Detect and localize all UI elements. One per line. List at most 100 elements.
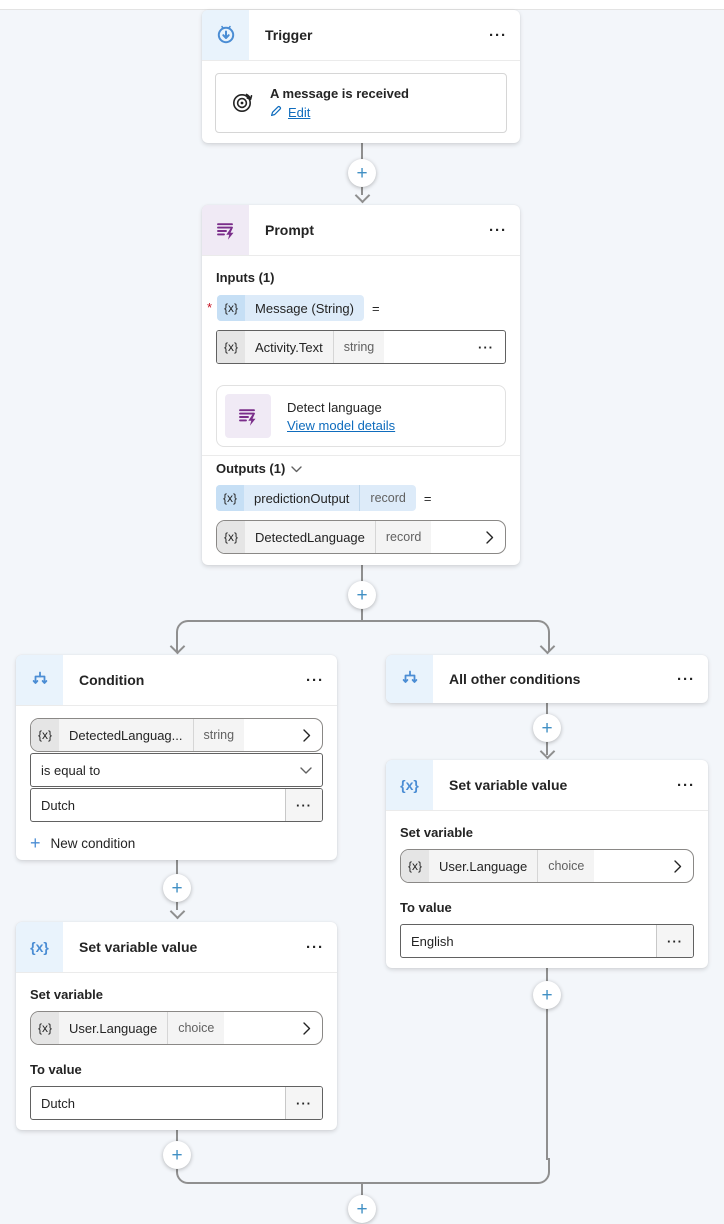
all-other-conditions-node[interactable]: All other conditions ··· xyxy=(386,655,708,703)
model-prompt-icon xyxy=(225,394,271,438)
plus-icon: + xyxy=(30,833,41,853)
chevron-down-icon[interactable] xyxy=(291,461,303,476)
view-model-details-link[interactable]: View model details xyxy=(287,417,396,433)
to-value-label: To value xyxy=(400,900,452,915)
chevron-right-icon[interactable] xyxy=(663,850,693,882)
variable-token-icon: {x} xyxy=(401,850,430,882)
trigger-step[interactable]: A message is received Edit xyxy=(215,73,507,133)
variable-name: predictionOutput xyxy=(254,490,350,506)
add-node-button[interactable]: + xyxy=(163,874,191,902)
outputs-label[interactable]: Outputs (1) xyxy=(216,461,506,476)
expression-name: DetectedLanguag... xyxy=(69,727,183,743)
trigger-node[interactable]: Trigger ··· A message is received xyxy=(202,10,520,143)
variable-token-icon: {x} xyxy=(31,719,60,751)
value-more-options-button[interactable]: ··· xyxy=(285,1087,322,1119)
expression-type: string xyxy=(192,719,245,751)
set-variable-node-left[interactable]: {x} Set variable value ··· Set variable … xyxy=(16,922,337,1130)
connector-line xyxy=(361,1182,363,1196)
chevron-right-icon[interactable] xyxy=(292,719,322,751)
variable-pill[interactable]: {x} predictionOutput record xyxy=(216,485,416,511)
set-variable-label: Set variable xyxy=(400,825,473,840)
expression-type: choice xyxy=(537,850,594,882)
trigger-header: Trigger ··· xyxy=(202,10,520,61)
pencil-icon xyxy=(270,104,283,120)
expression-name: User.Language xyxy=(69,1020,158,1036)
input-value-field[interactable]: {x} Activity.Text string ··· xyxy=(216,330,506,364)
variable-pill[interactable]: {x} Message (String) xyxy=(217,295,364,321)
condition-variable-field[interactable]: {x} DetectedLanguag... string xyxy=(30,718,323,752)
value-more-options-button[interactable]: ··· xyxy=(285,789,322,821)
more-options-button[interactable]: ··· xyxy=(677,670,695,688)
arrowhead-down-icon xyxy=(169,903,186,920)
output-value-field[interactable]: {x} DetectedLanguage record xyxy=(216,520,506,554)
prompt-header: Prompt ··· xyxy=(202,205,520,256)
value-input[interactable]: English ··· xyxy=(400,924,694,958)
top-toolbar-edge xyxy=(0,0,724,10)
connector-merge-right xyxy=(362,1158,550,1184)
model-info-box: Detect language View model details xyxy=(216,385,506,447)
output-parameter-row: {x} predictionOutput record = xyxy=(216,485,506,511)
edit-link[interactable]: Edit xyxy=(288,104,311,120)
set-variable-header: {x} Set variable value ··· xyxy=(16,922,337,973)
chevron-down-icon xyxy=(300,763,312,778)
chevron-right-icon[interactable] xyxy=(475,521,505,553)
prompt-icon xyxy=(202,205,249,255)
add-node-button[interactable]: + xyxy=(348,159,376,187)
inputs-label: Inputs (1) xyxy=(216,270,275,285)
node-title: All other conditions xyxy=(449,671,581,687)
add-node-button[interactable]: + xyxy=(348,1195,376,1223)
value-more-options-button[interactable]: ··· xyxy=(656,925,693,957)
set-variable-icon: {x} xyxy=(16,922,63,972)
trigger-icon xyxy=(202,10,249,60)
connector-line xyxy=(546,968,548,1160)
all-other-conditions-header: All other conditions ··· xyxy=(386,655,708,703)
variable-token-icon: {x} xyxy=(216,485,245,511)
more-options-button[interactable]: ··· xyxy=(306,671,324,689)
condition-value-input[interactable]: Dutch ··· xyxy=(30,788,323,822)
set-variable-node-right[interactable]: {x} Set variable value ··· Set variable … xyxy=(386,760,708,968)
expression-type: string xyxy=(332,331,385,363)
add-node-button[interactable]: + xyxy=(163,1141,191,1169)
connector-branch-left xyxy=(176,620,364,652)
branch-icon xyxy=(16,655,63,705)
set-variable-label: Set variable xyxy=(30,987,103,1002)
more-options-button[interactable]: ··· xyxy=(489,221,507,239)
more-options-button[interactable]: ··· xyxy=(677,776,695,794)
node-title: Trigger xyxy=(265,27,313,43)
add-node-button[interactable]: + xyxy=(533,981,561,1009)
variable-token-icon: {x} xyxy=(31,1012,60,1044)
required-mark: * xyxy=(207,300,213,315)
add-node-button[interactable]: + xyxy=(533,714,561,742)
chevron-right-icon[interactable] xyxy=(292,1012,322,1044)
node-title: Set variable value xyxy=(79,939,198,955)
node-title: Set variable value xyxy=(449,777,568,793)
expression-name: DetectedLanguage xyxy=(255,529,365,545)
prompt-node[interactable]: Prompt ··· Inputs (1) * {x} Message (Str… xyxy=(202,205,520,565)
variable-type: record xyxy=(359,485,415,511)
variable-token-icon: {x} xyxy=(217,331,246,363)
node-title: Prompt xyxy=(265,222,314,238)
more-options-button[interactable]: ··· xyxy=(306,938,324,956)
condition-node[interactable]: Condition ··· {x} DetectedLanguag... str… xyxy=(16,655,337,860)
variable-token-icon: {x} xyxy=(217,295,246,321)
variable-token-icon: {x} xyxy=(217,521,246,553)
equals-sign: = xyxy=(423,490,432,506)
to-value-label: To value xyxy=(30,1062,82,1077)
condition-header: Condition ··· xyxy=(16,655,337,706)
equals-sign: = xyxy=(372,300,380,316)
expression-type: record xyxy=(374,521,431,553)
new-condition-button[interactable]: + New condition xyxy=(30,833,136,853)
add-node-button[interactable]: + xyxy=(348,581,376,609)
field-more-options-button[interactable]: ··· xyxy=(478,339,494,355)
operator-select[interactable]: is equal to xyxy=(30,753,323,787)
value-input[interactable]: Dutch ··· xyxy=(30,1086,323,1120)
model-title: Detect language xyxy=(287,399,382,415)
connector-branch-right xyxy=(362,620,550,652)
target-icon xyxy=(230,89,256,118)
arrowhead-down-icon xyxy=(539,743,556,760)
variable-field[interactable]: {x} User.Language choice xyxy=(400,849,694,883)
more-options-button[interactable]: ··· xyxy=(489,26,507,44)
trigger-step-title: A message is received xyxy=(270,86,409,101)
arrowhead-down-icon xyxy=(354,187,371,204)
variable-field[interactable]: {x} User.Language choice xyxy=(30,1011,323,1045)
